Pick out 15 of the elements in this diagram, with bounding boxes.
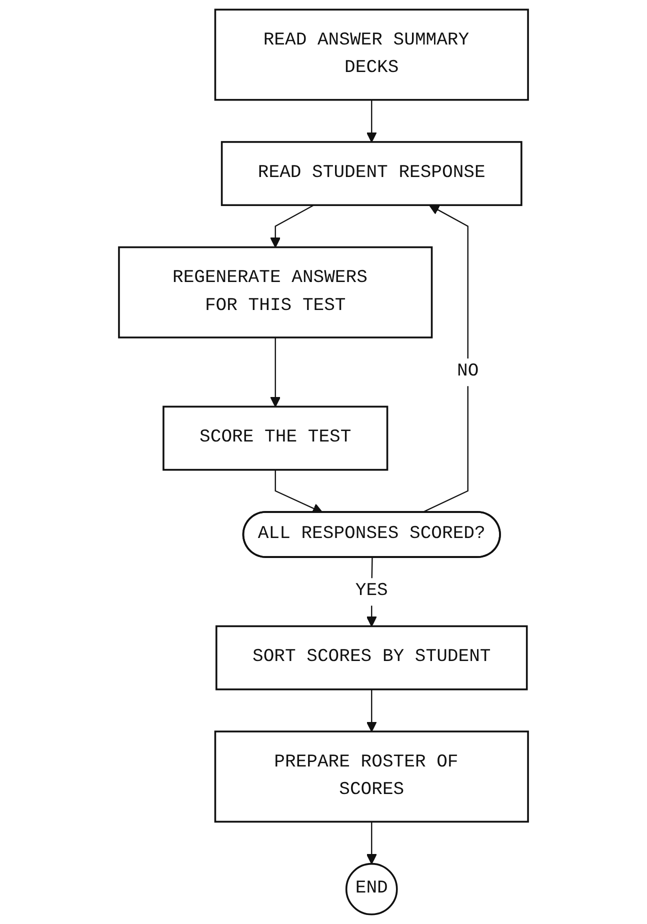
arrow xyxy=(270,337,281,408)
edge-label: NO xyxy=(457,360,479,382)
arrow xyxy=(366,100,377,142)
arrow xyxy=(274,470,323,514)
node-box: PREPARE ROSTER OF SCORES xyxy=(214,730,529,823)
arrow xyxy=(366,822,377,864)
node-box: SCORE THE TEST xyxy=(162,406,388,471)
node-box: SORT SCORES BY STUDENT xyxy=(216,625,528,690)
node-box: REGENERATE ANSWERS FOR THIS TEST xyxy=(118,246,433,338)
node-box: READ STUDENT RESPONSE xyxy=(220,141,522,206)
arrow xyxy=(366,689,377,732)
edge-label: YES xyxy=(355,580,388,601)
arrow xyxy=(270,204,314,248)
node-circle: END xyxy=(345,862,398,916)
node-box: READ ANSWER SUMMARY DECKS xyxy=(214,8,529,101)
